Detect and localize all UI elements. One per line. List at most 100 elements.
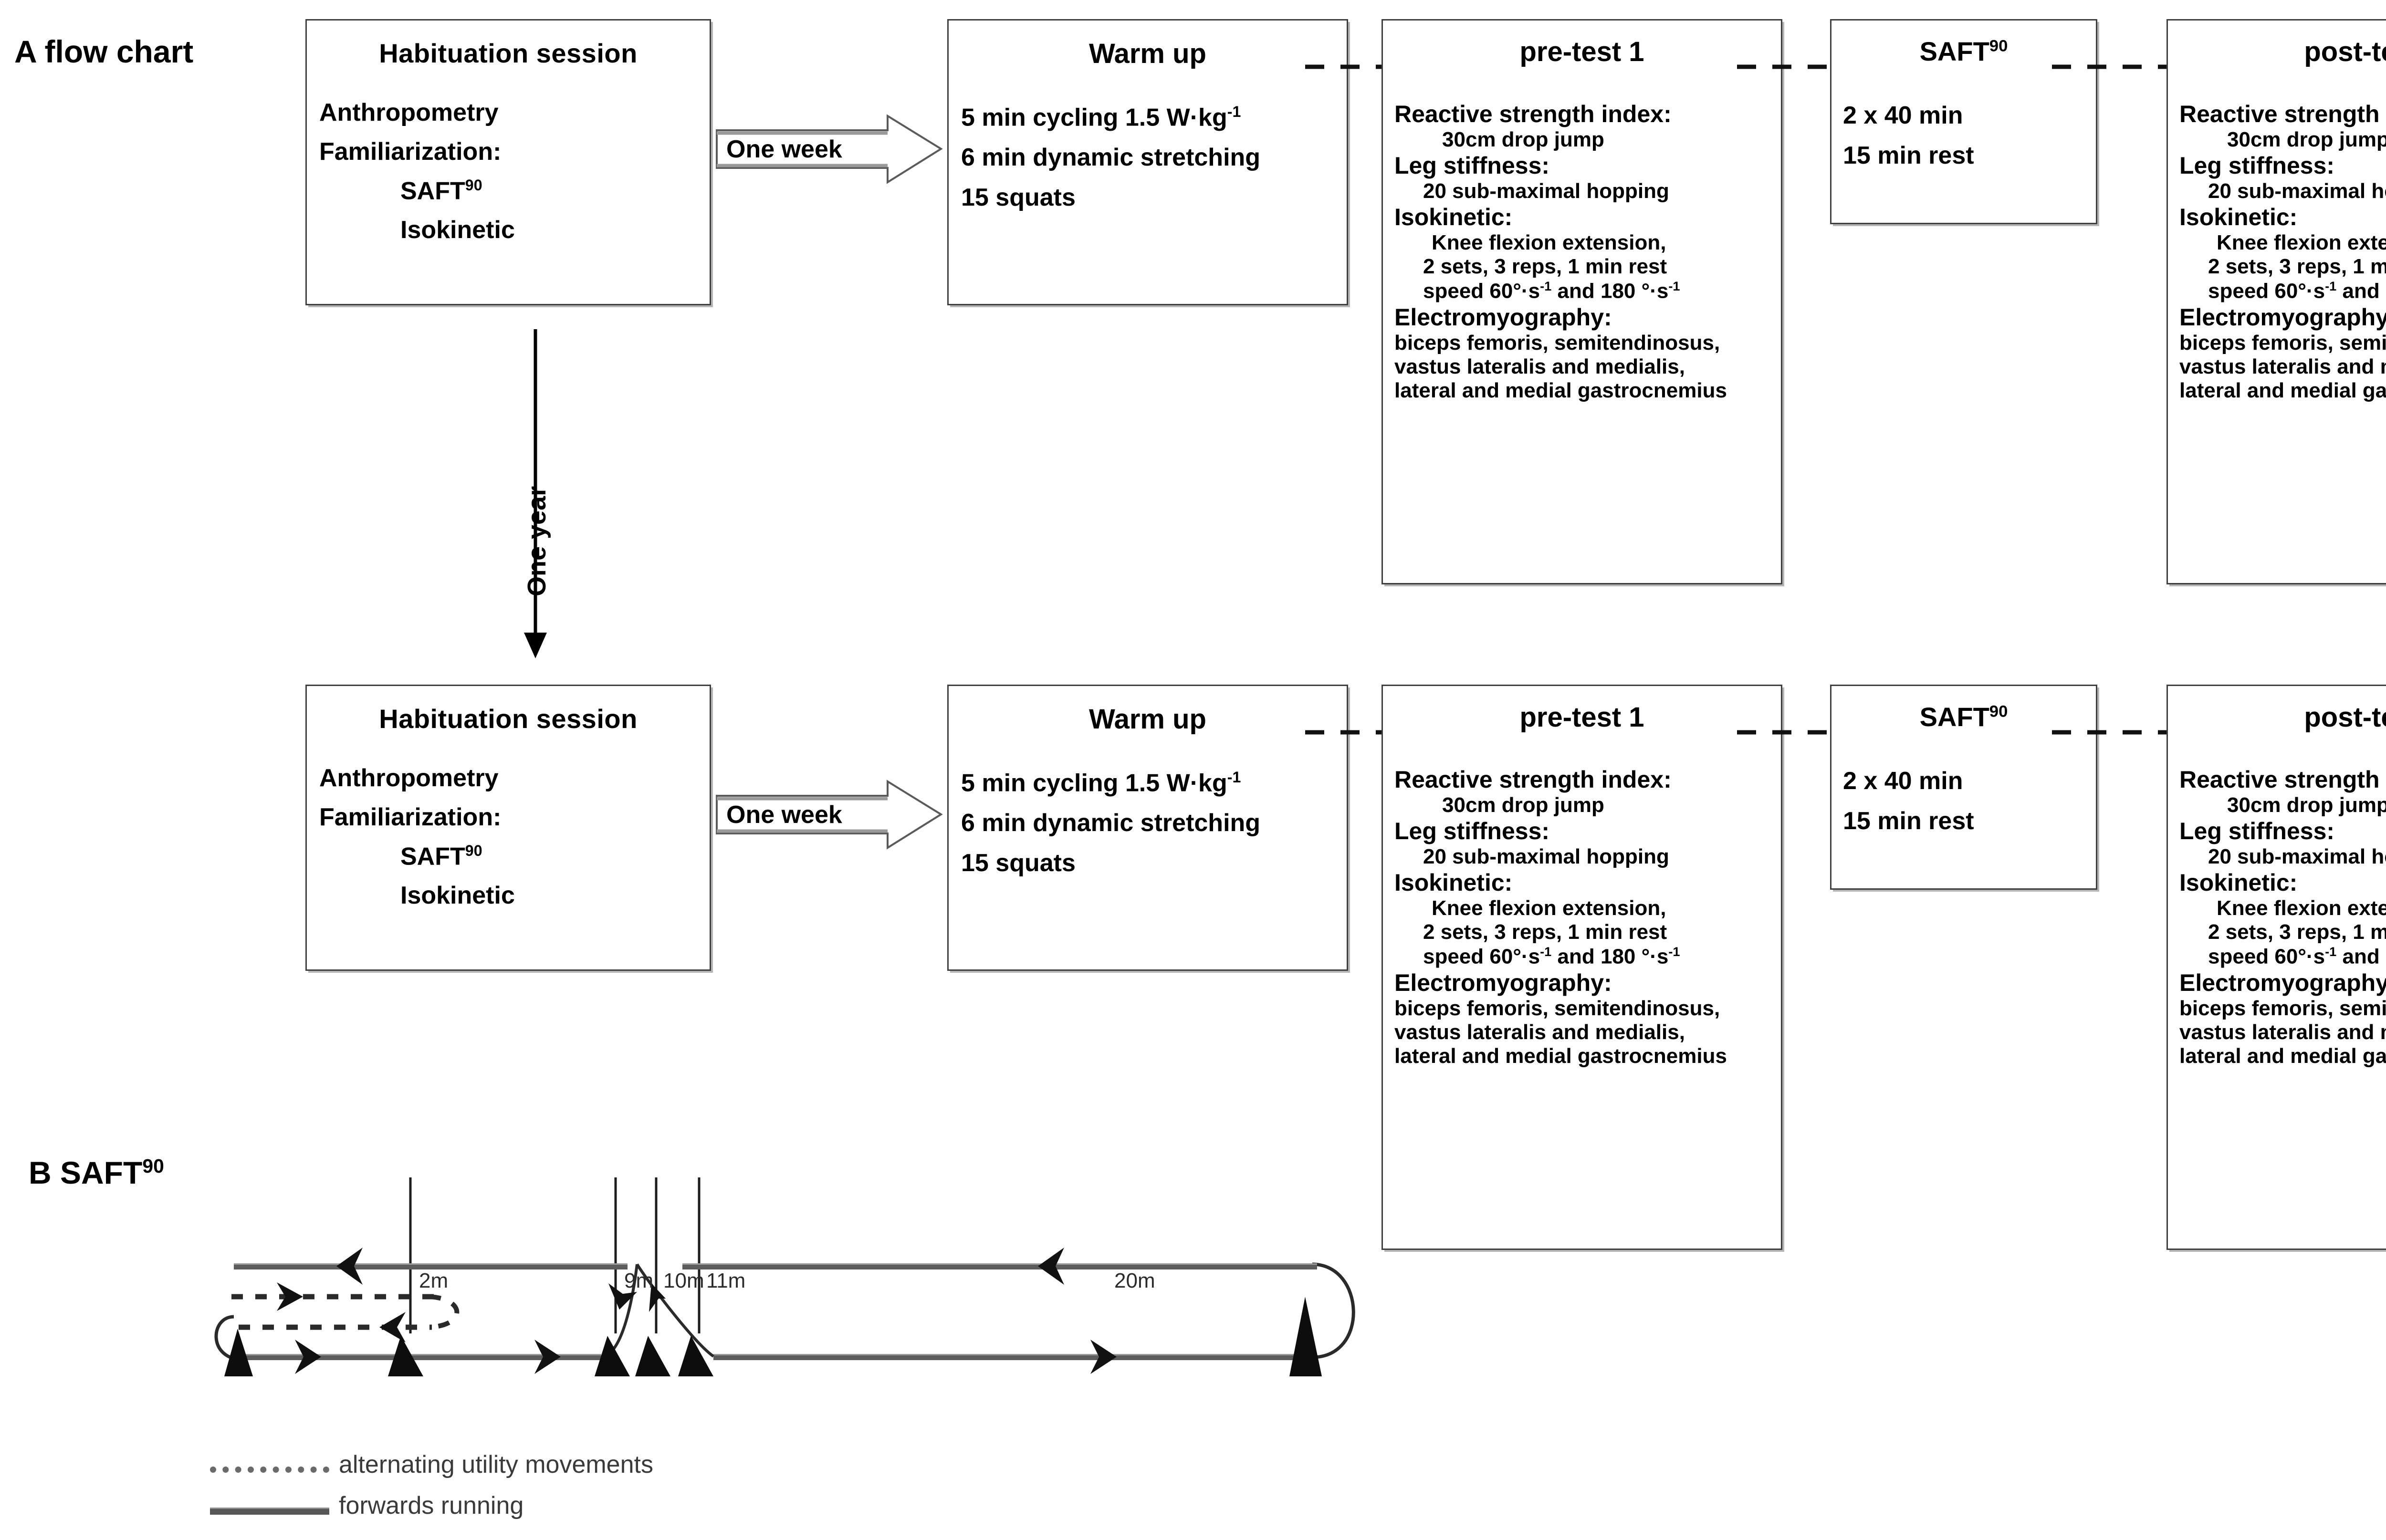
pretest-s3-item1-bottom: vastus lateralis and medialis,	[1394, 1020, 1685, 1044]
pretest-s2-item1-top: 2 sets, 3 reps, 1 min rest	[1423, 255, 1667, 278]
saft-track-diagram: 2m 9m 10m 11m 20m	[205, 1174, 1408, 1412]
warmup-line-0-bottom: 5 min cycling 1.5 W·kg-1	[961, 769, 1241, 797]
tick-label-11m: 11m	[706, 1269, 746, 1292]
posttest-s2-header-bottom: Isokinetic:	[2179, 869, 2298, 896]
saft-line-1-top: 15 min rest	[1843, 142, 1974, 169]
zigzag-arrow-down	[649, 1283, 666, 1312]
one-week-arrow-bottom: One week	[716, 778, 945, 852]
pretest-title-bottom: pre-test 1	[1519, 702, 1644, 733]
saft-title-bottom: SAFT90	[1919, 702, 2008, 732]
top-lane-arrow-1	[336, 1248, 363, 1285]
warmup-title-bottom: Warm up	[1089, 704, 1206, 735]
saft-box-top[interactable]: SAFT90 2 x 40 min 15 min rest	[1830, 19, 2097, 224]
pretest-s3-item2-top: lateral and medial gastrocnemius	[1394, 378, 1727, 402]
panel-a-label: A flow chart	[14, 33, 193, 70]
posttest-s3-header-top: Electromyography:	[2179, 303, 2386, 331]
posttest-box-top[interactable]: post-test 1 Reactive strength index: 30c…	[2166, 19, 2386, 584]
pretest-s2-item0-top: Knee flexion extension,	[1432, 231, 1666, 254]
pretest-s1-item0-bottom: 20 sub-maximal hopping	[1423, 845, 1669, 868]
posttest-s3-header-bottom: Electromyography:	[2179, 969, 2386, 996]
dashed-lower-arrow	[379, 1312, 406, 1342]
cone-marker	[635, 1336, 670, 1376]
warmup-line-2-top: 15 squats	[961, 184, 1076, 212]
pretest-s2-item1-bottom: 2 sets, 3 reps, 1 min rest	[1423, 920, 1667, 944]
posttest-s1-item0-bottom: 20 sub-maximal hopping	[2208, 845, 2386, 868]
posttest-box-bottom[interactable]: post-test 1 Reactive strength index: 30c…	[2166, 685, 2386, 1250]
habituation-title-bottom: Habituation session	[379, 704, 638, 734]
bottom-lane-arrow-3	[1090, 1340, 1117, 1374]
saft-box-bottom[interactable]: SAFT90 2 x 40 min 15 min rest	[1830, 685, 2097, 890]
pretest-s0-header-bottom: Reactive strength index:	[1394, 766, 1672, 793]
habituation-box-bottom[interactable]: Habituation session Anthropometry Famili…	[305, 685, 711, 971]
dashed-upper-arrow	[277, 1282, 303, 1311]
dashed-turnaround-curve	[429, 1294, 460, 1330]
bottom-lane-arrow-1	[295, 1340, 321, 1374]
saft-line-0-top: 2 x 40 min	[1843, 102, 1963, 129]
posttest-s2-item2-top: speed 60°·s-1 and 180 °·s-1	[2208, 279, 2386, 303]
habituation-title-top: Habituation session	[379, 38, 638, 68]
pretest-s2-item2-top: speed 60°·s-1 and 180 °·s-1	[1423, 279, 1680, 303]
panel-b-label-sup: 90	[142, 1155, 164, 1177]
posttest-s2-item0-top: Knee flexion extension,	[2217, 231, 2386, 254]
posttest-s2-item2-bottom: speed 60°·s-1 and 180 °·s-1	[2208, 944, 2386, 968]
warmup-title-top: Warm up	[1089, 38, 1206, 69]
posttest-s1-header-top: Leg stiffness:	[2179, 152, 2335, 179]
down-arrow-icon	[524, 329, 547, 658]
habituation-line-1-bottom: Familiarization:	[319, 803, 502, 831]
panel-b-label: B SAFT90	[29, 1155, 164, 1191]
cone-marker	[595, 1336, 630, 1376]
warmup-line-1-bottom: 6 min dynamic stretching	[961, 809, 1261, 837]
panel-b-label-text: B SAFT	[29, 1155, 143, 1190]
one-week-arrow-shape-bottom	[716, 780, 943, 850]
saft-legend: alternating utility movements forwards r…	[191, 1450, 859, 1540]
zigzag-down-right	[636, 1263, 714, 1358]
pretest-s3-item0-top: biceps femoris, semitendinosus,	[1394, 331, 1720, 354]
cone-marker	[1289, 1297, 1322, 1376]
pretest-s1-item0-top: 20 sub-maximal hopping	[1423, 179, 1669, 203]
pretest-s2-item2-bottom: speed 60°·s-1 and 180 °·s-1	[1423, 944, 1680, 968]
cone-marker	[224, 1329, 253, 1376]
bottom-lane-arrow-2	[534, 1340, 561, 1374]
top-lane-arrow-2	[1038, 1248, 1064, 1285]
posttest-s3-item2-bottom: lateral and medial gastrocnemius	[2179, 1044, 2386, 1068]
habituation-isokinetic-top: Isokinetic	[400, 216, 515, 244]
legend-swatch-solid-icon	[210, 1508, 329, 1515]
posttest-s3-item2-top: lateral and medial gastrocnemius	[2179, 378, 2386, 402]
tick-label-9m: 9m	[624, 1269, 654, 1292]
pretest-s2-header-bottom: Isokinetic:	[1394, 869, 1513, 896]
habituation-box-top[interactable]: Habituation session Anthropometry Famili…	[305, 19, 711, 305]
pretest-s0-item0-top: 30cm drop jump	[1442, 128, 1604, 151]
legend-row-forwards: forwards running	[191, 1491, 859, 1532]
pretest-s3-item2-bottom: lateral and medial gastrocnemius	[1394, 1044, 1727, 1068]
bottom-lane-solid	[242, 1354, 1317, 1360]
tick-label-2m: 2m	[419, 1269, 449, 1292]
cone-marker	[388, 1336, 423, 1376]
posttest-s0-item0-bottom: 30cm drop jump	[2227, 793, 2386, 817]
warmup-box-top[interactable]: Warm up 5 min cycling 1.5 W·kg-1 6 min d…	[947, 19, 1348, 305]
pretest-box-top[interactable]: pre-test 1 Reactive strength index: 30cm…	[1381, 19, 1782, 584]
posttest-s3-item1-top: vastus lateralis and medialis,	[2179, 354, 2386, 378]
pretest-title-top: pre-test 1	[1519, 36, 1644, 67]
warmup-box-bottom[interactable]: Warm up 5 min cycling 1.5 W·kg-1 6 min d…	[947, 685, 1348, 971]
cone-marker	[678, 1336, 713, 1376]
one-year-label: One year	[523, 486, 551, 596]
one-week-arrow-shape-top	[716, 114, 943, 184]
habituation-saft-bottom: SAFT90	[400, 842, 482, 871]
posttest-s3-item1-bottom: vastus lateralis and medialis,	[2179, 1020, 2386, 1044]
posttest-s2-item1-top: 2 sets, 3 reps, 1 min rest	[2208, 255, 2386, 278]
pretest-s3-header-bottom: Electromyography:	[1394, 969, 1612, 996]
one-week-label-top: One week	[726, 135, 842, 163]
legend-row-alternating: alternating utility movements	[191, 1450, 859, 1491]
legend-swatch-dotted-icon	[210, 1467, 329, 1473]
posttest-s3-item0-top: biceps femoris, semitendinosus,	[2179, 331, 2386, 354]
tick-label-20m: 20m	[1114, 1269, 1155, 1292]
legend-label-forwards: forwards running	[339, 1492, 524, 1519]
warmup-line-0-top: 5 min cycling 1.5 W·kg-1	[961, 103, 1241, 132]
pretest-s2-item0-bottom: Knee flexion extension,	[1432, 896, 1666, 920]
pretest-box-bottom[interactable]: pre-test 1 Reactive strength index: 30cm…	[1381, 685, 1782, 1250]
posttest-s1-item0-top: 20 sub-maximal hopping	[2208, 179, 2386, 203]
posttest-s0-item0-top: 30cm drop jump	[2227, 128, 2386, 151]
habituation-line-1-top: Familiarization:	[319, 138, 502, 166]
pretest-s2-header-top: Isokinetic:	[1394, 204, 1513, 230]
tick-label-10m: 10m	[663, 1269, 704, 1292]
